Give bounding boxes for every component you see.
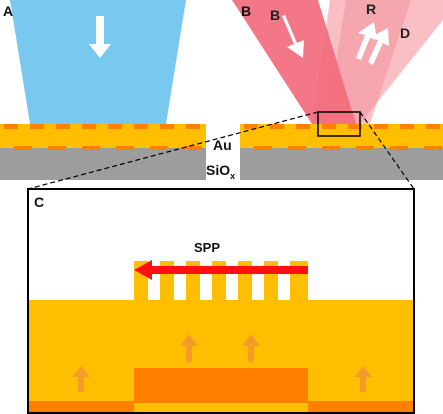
panel-label-b: B (241, 3, 251, 19)
reflected-arrow-r (356, 22, 377, 60)
beam-label-d: D (400, 25, 410, 41)
field-arrow-2 (180, 334, 198, 362)
grating-teeth-b (244, 124, 440, 129)
bottom-strip-right (308, 401, 414, 413)
incident-arrow (89, 16, 111, 58)
substrate-layer-a (0, 148, 206, 180)
panel-c: C SPP (27, 188, 415, 414)
label-silica: SiOx (206, 162, 235, 181)
substrate-layer-b (240, 148, 443, 180)
zoom-inset-outline (27, 188, 415, 414)
spp-label: SPP (194, 240, 220, 255)
beam-label-b: B (270, 7, 280, 23)
incident-arrow-b (282, 15, 304, 58)
panel-label-c: C (34, 194, 44, 210)
red-incident-beam (232, 0, 356, 124)
diffracted-arrow-d (368, 28, 389, 65)
field-arrow-4 (354, 366, 372, 392)
substrate-bumps-b (254, 146, 442, 150)
spp-arrow (134, 260, 308, 280)
beam-label-r: R (366, 1, 376, 17)
panel-label-a: A (3, 3, 13, 19)
label-silica-base: SiO (206, 162, 230, 178)
panel-b: B B R D (232, 0, 443, 180)
substrate-bump-c (134, 368, 308, 403)
label-silica-subscript: x (230, 171, 235, 181)
substrate-bumps-a (14, 146, 202, 150)
zoom-box (317, 111, 361, 137)
field-arrow-3 (242, 334, 260, 362)
bottom-strip-left (28, 401, 134, 413)
label-gold: Au (213, 137, 232, 153)
panel-a: A (0, 0, 206, 180)
zoom-line-left (27, 111, 319, 190)
grating-teeth-a (4, 124, 200, 129)
incident-light-cone (10, 0, 186, 124)
field-arrow-1 (72, 366, 90, 392)
